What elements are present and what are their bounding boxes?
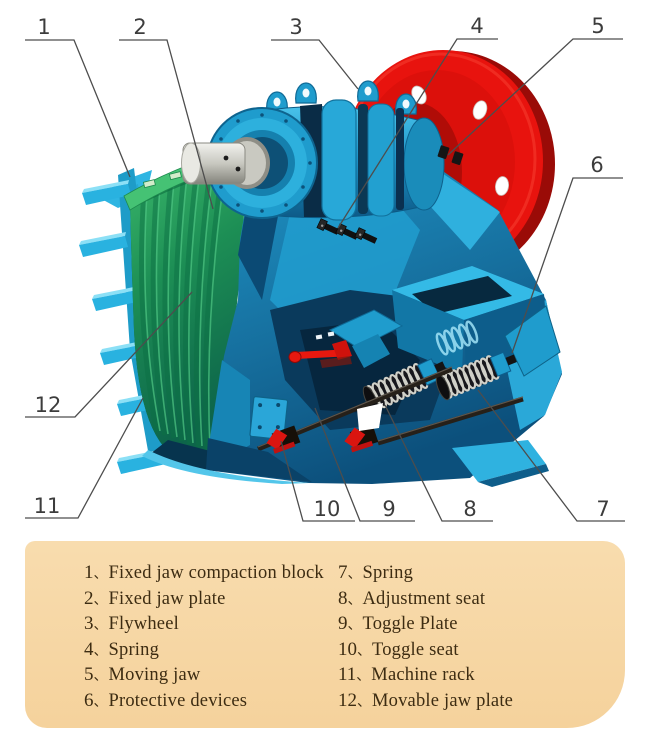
legend-item-number: 3 [84, 613, 94, 634]
legend-item-separator: 、 [93, 618, 108, 633]
legend-item-4: 4、Spring [84, 639, 338, 665]
legend-item-separator: 、 [357, 694, 371, 710]
legend-item-label: Protective devices [108, 690, 248, 711]
callout-4: 4 [337, 14, 498, 229]
callout-7: 7 [477, 389, 625, 522]
red-lever [288, 331, 352, 368]
legend-item-separator: 、 [347, 618, 362, 633]
callout-6-number: 6 [590, 153, 603, 177]
legend-item-2: 2、Fixed jaw plate [84, 588, 338, 614]
jaw-plate-ribs [139, 157, 228, 451]
legend-item-9: 9、Toggle Plate [338, 613, 513, 639]
legend-item-separator: 、 [357, 643, 371, 659]
callout-4-number: 4 [470, 14, 483, 38]
legend-item-8: 8、Adjustment seat [338, 588, 513, 614]
legend-item-number: 10 [338, 638, 357, 660]
legend-item-number: 7 [338, 562, 348, 583]
callout-3: 3 [271, 15, 359, 90]
legend-box: 1、Fixed jaw compaction block 2、Fixed jaw… [25, 541, 625, 728]
spring-rod-bolts [316, 218, 378, 244]
machine-base [142, 438, 549, 487]
legend-item-separator: 、 [347, 567, 362, 582]
legend-item-separator: 、 [93, 592, 108, 608]
toggle-seat-plate [249, 396, 289, 441]
callout-6: 6 [511, 153, 623, 354]
legend-item-5: 5、Moving jaw [84, 664, 338, 690]
callout-12: 12 [25, 291, 193, 418]
legend-item-label: Fixed jaw compaction block [108, 563, 324, 583]
legend-item-3: 3、Flywheel [84, 613, 338, 639]
legend-item-number: 11 [338, 664, 357, 685]
shaft-end [181, 137, 270, 189]
callout-5-number: 5 [591, 14, 604, 38]
adjustment-seat-bracket [328, 309, 404, 368]
legend-item-10: 10、Toggle seat [338, 639, 513, 665]
callout-7-number: 7 [596, 497, 609, 521]
callout-10: 10 [280, 440, 355, 522]
legend-item-label: Movable jaw plate [372, 690, 514, 711]
legend-item-number: 1 [84, 562, 94, 583]
pitman-top-bolts [437, 145, 464, 165]
callout-8: 8 [384, 404, 493, 522]
legend-item-label: Flywheel [108, 614, 179, 634]
callout-9: 9 [314, 407, 415, 522]
legend-item-7: 7、Spring [338, 562, 513, 588]
rod-clamp-right [344, 424, 379, 453]
protective-devices-housing [392, 266, 561, 377]
legend-columns: 1、Fixed jaw compaction block 2、Fixed jaw… [25, 541, 625, 715]
legend-item-12: 12、Movable jaw plate [338, 690, 513, 716]
legend-item-label: Moving jaw [108, 665, 201, 685]
legend-column-left: 1、Fixed jaw compaction block 2、Fixed jaw… [84, 562, 338, 715]
callout-11: 11 [25, 397, 144, 519]
legend-item-1: 1、Fixed jaw compaction block [84, 562, 338, 588]
legend-item-separator: 、 [93, 694, 108, 710]
legend-item-separator: 、 [93, 567, 108, 582]
legend-item-number: 5 [84, 664, 94, 685]
legend-item-11: 11、Machine rack [338, 664, 513, 690]
spring-imprint [435, 320, 479, 356]
fixed-jaw-plate-assembly [123, 148, 251, 454]
callout-9-number: 9 [382, 497, 395, 521]
legend-item-number: 4 [84, 638, 94, 660]
shaft-assembly [181, 80, 464, 244]
callout-1-number: 1 [37, 15, 50, 39]
legend-item-label: Adjustment seat [362, 588, 486, 609]
callout-12-number: 12 [35, 393, 62, 417]
rod-clamp-left [266, 425, 301, 454]
callout-1: 1 [25, 15, 131, 178]
callout-2: 2 [119, 15, 214, 210]
mounting-ears [266, 80, 417, 115]
legend-item-separator: 、 [93, 669, 108, 684]
spring-right [435, 351, 517, 401]
tension-rod-right [377, 396, 524, 446]
legend-item-number: 2 [84, 587, 94, 609]
callout-11-number: 11 [34, 494, 61, 518]
legend-column-right: 7、Spring 8、Adjustment seat 9、Toggle Plat… [338, 562, 513, 715]
legend-item-label: Toggle seat [372, 639, 459, 660]
legend-item-label: Fixed jaw plate [108, 588, 226, 609]
legend-item-label: Spring [362, 563, 414, 583]
legend-item-6: 6、Protective devices [84, 690, 338, 716]
legend-item-number: 8 [338, 587, 348, 609]
legend-item-number: 9 [338, 613, 348, 634]
callout-8-number: 8 [463, 497, 476, 521]
legend-item-separator: 、 [93, 643, 108, 659]
callout-3-number: 3 [289, 15, 302, 39]
callout-10-number: 10 [314, 497, 341, 521]
toggle-mechanism [249, 331, 524, 454]
legend-item-number: 12 [338, 689, 357, 711]
jaw-crusher-diagram: 1 2 3 4 5 6 7 8 [25, 14, 625, 522]
callout-5: 5 [447, 14, 623, 156]
legend-item-separator: 、 [356, 669, 371, 684]
legend-item-number: 6 [84, 689, 94, 711]
legend-item-label: Spring [108, 639, 160, 660]
highlight-notch [357, 403, 383, 431]
legend-item-label: Machine rack [371, 665, 475, 685]
callouts: 1 2 3 4 5 6 7 8 [25, 14, 625, 522]
legend-item-label: Toggle Plate [362, 614, 458, 634]
legend-item-separator: 、 [347, 592, 362, 608]
callout-2-number: 2 [133, 15, 146, 39]
